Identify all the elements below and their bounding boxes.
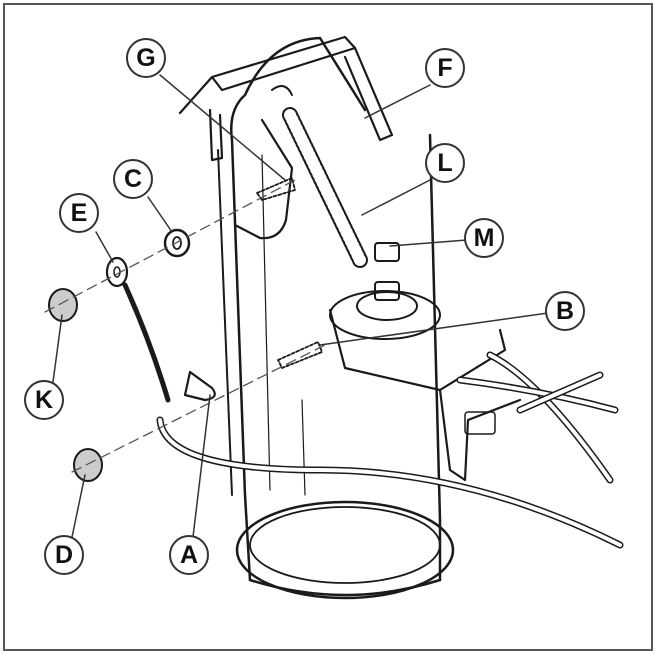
top-bracket	[178, 35, 394, 240]
callout-label: G	[136, 43, 156, 72]
callout-label: F	[437, 53, 453, 82]
callout-l: L	[425, 143, 465, 183]
washer	[163, 228, 191, 258]
nut-stack	[329, 242, 441, 340]
callout-label: C	[123, 164, 143, 193]
callout-f: F	[425, 48, 465, 88]
nuts	[48, 288, 103, 482]
callout-label: B	[555, 296, 575, 325]
callout-g: G	[126, 38, 166, 78]
callout-label: K	[34, 385, 54, 414]
ground-strap	[105, 256, 216, 403]
callout-label: L	[437, 148, 453, 177]
callout-label: D	[54, 540, 74, 569]
callout-a: A	[169, 535, 209, 575]
callout-c: C	[113, 159, 153, 199]
column	[217, 36, 442, 597]
diagram-frame	[3, 3, 653, 651]
callout-label: M	[473, 223, 495, 252]
callout-label: A	[179, 540, 199, 569]
callout-e: E	[59, 193, 99, 233]
cables	[156, 351, 624, 549]
spring	[271, 85, 368, 268]
callout-label: E	[70, 198, 88, 227]
callout-b: B	[545, 291, 585, 331]
leader-lines	[52, 74, 549, 538]
callout-k: K	[24, 380, 64, 420]
base-plate	[235, 500, 455, 600]
callout-d: D	[44, 535, 84, 575]
side-bracket	[328, 308, 522, 482]
callout-m: M	[464, 218, 504, 258]
